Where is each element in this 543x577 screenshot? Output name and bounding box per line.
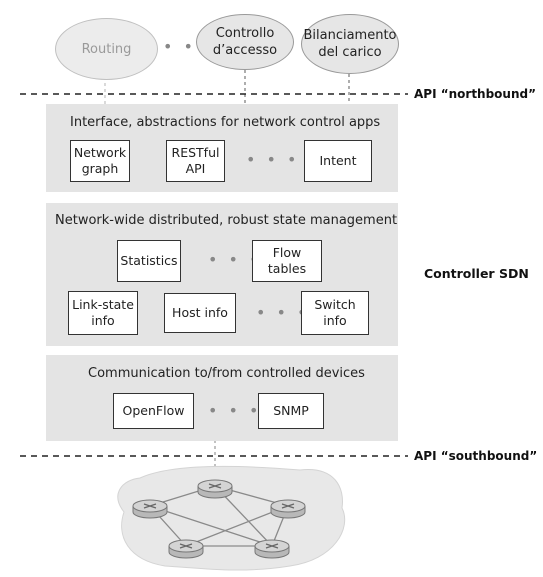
state-row2-ellipsis: • • • bbox=[256, 303, 310, 322]
communication-layer-panel: Communication to/from controlled devices… bbox=[46, 355, 398, 441]
host-info-box: Host info bbox=[164, 293, 236, 333]
interface-ellipsis: • • • bbox=[246, 150, 300, 169]
router-icon bbox=[132, 499, 168, 519]
restful-api-box: RESTful API bbox=[166, 140, 225, 182]
communication-layer-title: Communication to/from controlled devices bbox=[88, 366, 365, 381]
router-icon bbox=[197, 479, 233, 499]
load-balancing-app: Bilanciamento del carico bbox=[301, 14, 399, 74]
interface-layer-panel: Interface, abstractions for network cont… bbox=[46, 104, 398, 192]
router-icon bbox=[168, 539, 204, 559]
flow-tables-box: Flow tables bbox=[252, 240, 322, 282]
openflow-box: OpenFlow bbox=[113, 393, 194, 429]
intent-box: Intent bbox=[304, 140, 372, 182]
link-state-info-box: Link-state info bbox=[68, 291, 138, 335]
network-graph-box: Network graph bbox=[70, 140, 130, 182]
access-control-app: Controllo d’accesso bbox=[196, 14, 294, 70]
northbound-api-label: API “northbound” bbox=[414, 87, 536, 101]
state-layer-title: Network-wide distributed, robust state m… bbox=[55, 213, 398, 228]
state-layer-panel: Network-wide distributed, robust state m… bbox=[46, 203, 398, 346]
snmp-box: SNMP bbox=[258, 393, 324, 429]
state-row1-ellipsis: • • • bbox=[208, 250, 262, 269]
router-icon bbox=[270, 499, 306, 519]
routing-app: Routing bbox=[55, 18, 158, 80]
access-control-app-label: Controllo d’accesso bbox=[212, 26, 278, 58]
controller-sdn-label: Controller SDN bbox=[424, 266, 529, 281]
southbound-api-label: API “southbound” bbox=[414, 449, 538, 463]
statistics-box: Statistics bbox=[117, 240, 181, 282]
interface-layer-title: Interface, abstractions for network cont… bbox=[70, 115, 381, 130]
routing-app-label: Routing bbox=[81, 41, 132, 57]
communication-ellipsis: • • • bbox=[208, 401, 262, 420]
router-icon bbox=[254, 539, 290, 559]
network-link bbox=[149, 505, 273, 547]
switch-info-box: Switch info bbox=[301, 291, 369, 335]
load-balancing-app-label: Bilanciamento del carico bbox=[303, 28, 397, 60]
